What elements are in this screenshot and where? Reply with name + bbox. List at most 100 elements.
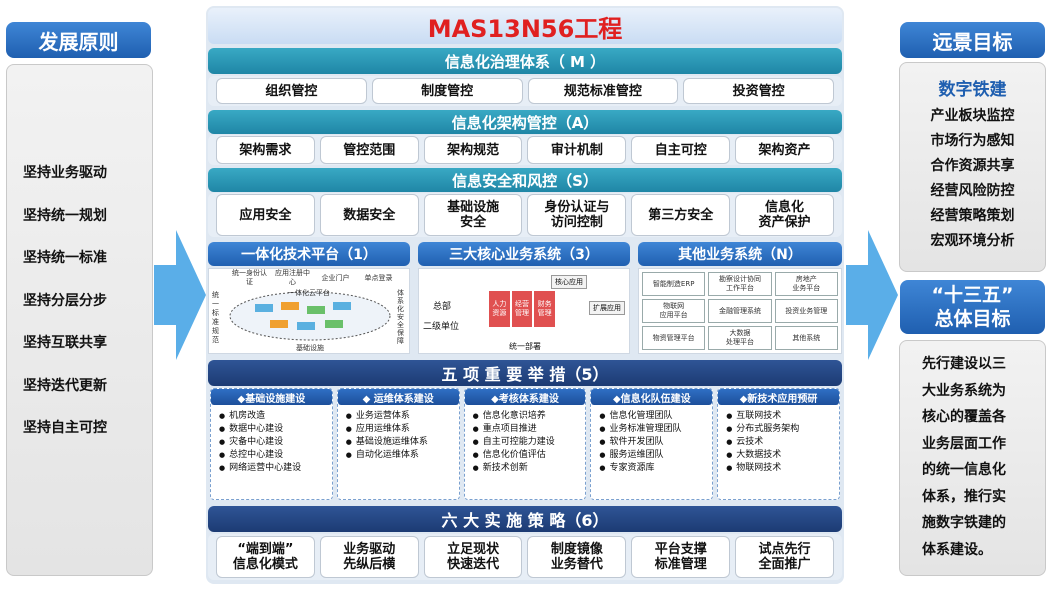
security-item-line: 应用安全 [239,207,292,223]
strategy-line: 业务替代 [550,557,603,572]
principle-item: 坚持分层分步 [23,292,107,309]
measure-title: ◆基础设施建设 [211,389,332,405]
security-row: 应用安全 数据安全 基础设施 安全 身份认证与 访问控制 第三方安全 信息化 资… [208,193,842,237]
strategy-line: 平台支撑 [654,542,707,557]
principles-panel: 坚持业务驱动 坚持统一规划 坚持统一标准 坚持分层分步 坚持互联共享 坚持迭代更… [6,64,153,576]
measure-item: 重点项目推进 [473,423,586,436]
strategy-item: 立足现状 快速迭代 [423,536,523,578]
measure-item: 软件开发团队 [599,436,712,449]
other-system-line: 房地产 [795,275,817,283]
strategy-line: 全面推广 [758,557,811,572]
other-system: 物资管理平台 [642,326,706,350]
others-grid: 智能制造ERP 勘察设计协同工作平台 房地产业务平台 物联网应用平台 金融管理系… [638,268,842,354]
strategy-item: 业务驱动 先纵后横 [319,536,419,578]
vision-item: 宏观环境分析 [930,233,1015,249]
strategy-line: 立足现状 [447,542,500,557]
measure-column: ◆基础设施建设 机房改造 数据中心建设 灾备中心建设 总控中心建设 网络运营中心… [210,388,333,500]
measure-item: 业务运营体系 [346,410,459,423]
measure-column: ◆信息化队伍建设 信息化管理团队 业务标准管理团队 软件开发团队 服务运维团队 … [590,388,714,500]
core-label-hq: 总部 [433,302,452,312]
other-system: 投资业务管理 [774,299,838,323]
measure-item: 新技术创新 [473,462,586,475]
principle-item: 坚持自主可控 [23,420,107,437]
security-item: 信息化 资产保护 [735,194,834,236]
strategy-line: 试点先行 [758,542,811,557]
architecture-title: 信息化架构管控（A） [451,113,599,132]
strategies-title: 六 大 实 施 策 略（6） [441,511,609,530]
measure-item: 数据中心建设 [219,423,332,436]
principles-title: 发展原则 [38,29,119,54]
measure-title: ◆信息化队伍建设 [591,389,713,405]
core-tag-core: 核心应用 [551,275,587,289]
platform-side-left: 统一标准规范 [212,291,219,344]
others-title: 其他业务系统（N） [678,247,802,263]
governance-item: 投资管控 [683,78,834,104]
principle-item: 坚持互联共享 [23,335,107,352]
strategy-line: “端到端” [237,542,294,557]
core-title: 三大核心业务系统（3） [449,247,599,263]
strategies-header: 六 大 实 施 策 略（6） [208,506,842,532]
strategy-line: 快速迭代 [447,557,500,572]
measure-title: ◆新技术应用预研 [718,389,839,405]
other-system-line: 业务平台 [792,284,821,292]
vision-header: 远景目标 [900,22,1045,58]
measure-item: 自动化运维体系 [346,449,459,462]
goal-line: 业务层面工作 [922,435,1006,452]
security-item-line: 安全 [460,215,487,230]
goal-line: 大业务系统为 [922,382,1006,399]
platform-title: 一体化技术平台（1） [241,247,377,263]
other-system: 智能制造ERP [642,272,706,296]
measure-item: 信息化意识培养 [473,410,586,423]
core-tag-ext: 扩展应用 [589,301,625,315]
platform-diagram: 统一身份认证 应用注册中心 企业门户 单点登录 统一标准规范 体系化安全保障 一… [208,268,410,354]
security-item-line: 资产保护 [758,215,811,230]
governance-item: 规范标准管控 [527,78,679,104]
security-item: 数据安全 [319,194,419,236]
security-item-line: 基础设施 [447,200,500,215]
platform-label: 企业门户 [315,271,356,285]
vision-panel: 数字铁建 产业板块监控 市场行为感知 合作资源共享 经营风险防控 经营策略策划 … [899,62,1046,272]
cloud-icon [229,291,391,341]
page-title-bar: MAS13N56工程 [208,8,842,44]
other-system-line: 智能制造ERP [652,279,695,288]
other-system-line: 金融管理系统 [718,306,761,315]
strategy-item: 制度镜像 业务替代 [527,536,627,578]
measure-item: 总控中心建设 [219,449,332,462]
platform-header: 一体化技术平台（1） [208,242,410,266]
platform-label: 应用注册中心 [272,269,313,286]
architecture-item: 自主可控 [631,136,731,164]
other-system: 物联网应用平台 [642,299,706,323]
principles-header: 发展原则 [6,22,151,58]
measure-item: 应用运维体系 [346,423,459,436]
other-system: 勘察设计协同工作平台 [708,272,772,296]
governance-item: 制度管控 [371,78,523,104]
security-item-line: 第三方安全 [648,207,714,223]
security-header: 信息安全和风控（S） [208,168,842,192]
measure-column: ◆新技术应用预研 互联网技术 分布式服务架构 云技术 大数据技术 物联网技术 [717,388,840,500]
governance-header: 信息化治理体系（ M ） [208,48,842,74]
goal-line: 的统一信息化 [922,462,1006,478]
arrow-right-icon [154,230,206,360]
strategy-line: 制度镜像 [550,542,603,557]
security-item-line: 访问控制 [550,215,603,230]
architecture-row: 架构需求 管控范围 架构规范 审计机制 自主可控 架构资产 [208,135,842,165]
vision-item: 市场行为感知 [930,133,1015,149]
arrow-right-icon [846,230,898,360]
security-item: 第三方安全 [631,194,731,236]
page-title: MAS13N56工程 [427,14,623,43]
core-bottom-label: 统一部署 [509,342,541,351]
vision-item: 合作资源共享 [930,158,1015,174]
measure-item: 专家资源库 [599,462,712,475]
other-system-line: 应用平台 [659,311,688,319]
security-item: 身份认证与 访问控制 [527,194,627,236]
principle-item: 坚持统一标准 [23,250,107,267]
other-system-line: 大数据 [729,329,751,337]
measure-item: 机房改造 [219,410,332,423]
other-system-line: 物资管理平台 [652,333,695,342]
security-item: 应用安全 [216,194,315,236]
platform-bottom-label: 基础设施 [296,344,324,352]
architecture-item: 审计机制 [527,136,627,164]
architecture-item: 架构规范 [423,136,523,164]
goal-line: 体系建设。 [922,541,992,558]
strategy-item: 平台支撑 标准管理 [631,536,731,578]
